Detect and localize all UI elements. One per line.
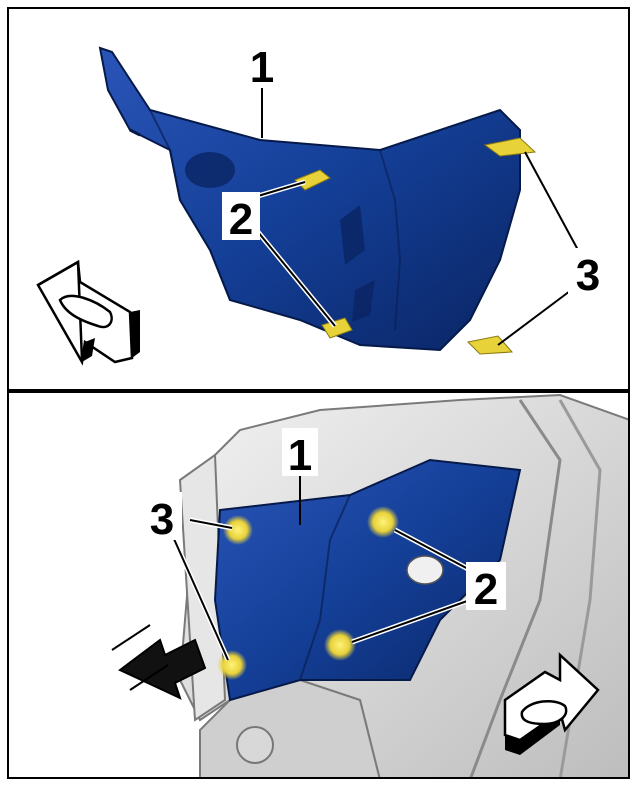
removal-direction-arrow-icon bbox=[111, 624, 207, 700]
bottom-car-icon bbox=[520, 699, 568, 726]
top-tab-lower bbox=[466, 335, 514, 355]
bottom-clip-upper bbox=[367, 506, 399, 538]
bottom-panel: 1 3 2 bbox=[7, 391, 630, 779]
top-leader-tab-1 bbox=[524, 151, 579, 251]
top-leader-clip-1 bbox=[257, 181, 306, 197]
bottom-callout-part: 1 bbox=[288, 431, 312, 480]
top-direction-arrow-icon bbox=[36, 259, 140, 366]
bottom-leader-clip-2 bbox=[351, 599, 471, 643]
top-car-icon bbox=[58, 294, 113, 329]
bottom-tab-upper bbox=[223, 515, 253, 545]
bottom-leader-clip-1 bbox=[394, 529, 471, 571]
top-panel: 1 2 3 bbox=[7, 7, 630, 391]
top-callout-tabs: 3 bbox=[576, 251, 600, 300]
top-tab-upper bbox=[483, 137, 537, 157]
top-leader-tab-2 bbox=[497, 284, 579, 346]
top-callout-clips: 2 bbox=[229, 195, 253, 244]
bottom-tab-lower bbox=[217, 650, 247, 680]
top-leader-clip-2 bbox=[257, 231, 336, 327]
bottom-leader-tab-2 bbox=[169, 529, 229, 661]
top-trim-panel bbox=[98, 46, 521, 352]
bottom-leader-tab-1 bbox=[189, 519, 233, 529]
bottom-direction-arrow-icon bbox=[503, 652, 600, 755]
bottom-callout-tabs: 3 bbox=[150, 495, 174, 544]
top-callout-part: 1 bbox=[250, 43, 274, 92]
top-clip-upper bbox=[294, 169, 331, 191]
bottom-clip-lower bbox=[324, 629, 356, 661]
bottom-callout-clips: 2 bbox=[474, 565, 498, 614]
